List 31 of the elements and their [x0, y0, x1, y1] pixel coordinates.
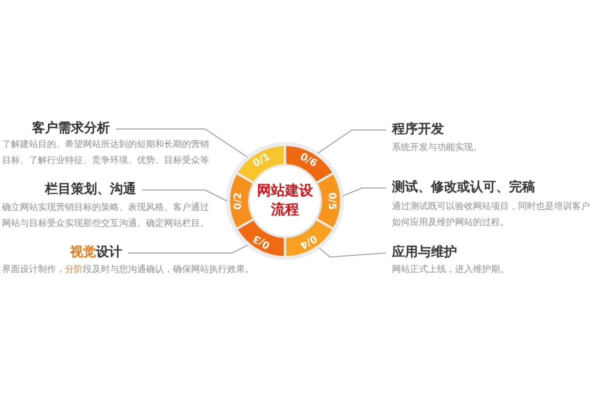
ring-segment [285, 146, 333, 183]
leader-line [142, 190, 228, 202]
segment-label: 0/1 [251, 152, 273, 171]
ring-segment [237, 146, 285, 183]
ring-segment [317, 173, 340, 229]
ring-segment [237, 219, 285, 256]
step-description: 了解建站目的、希望网站所达到的短期和长期的营销目标、了解行业特征、竞争环境、优势、目标受众等 [2, 138, 210, 168]
step-heading: 应用与维护 [392, 245, 457, 261]
title-text: 网站建设流程 [256, 182, 314, 220]
step-description: 确立网站实现营销目标的策略、表现风格、客户通过网站与目标受众实现那些交互沟通、确定网站栏目。 [2, 201, 210, 231]
step-heading: 测试、修改或认可、完稿 [392, 180, 535, 196]
step-description: 网站正式上线，进入维护期。 [392, 263, 509, 277]
step-heading: 客户需求分析 [32, 121, 110, 137]
segment-label: 0/6 [297, 152, 319, 171]
leader-line [116, 128, 248, 158]
leader-line [128, 244, 248, 254]
ring-segment [230, 173, 253, 229]
leader-line [317, 130, 386, 154]
step-description: 界面设计制作，分阶段及时与您沟通确认，确保网站执行效果。 [2, 263, 254, 277]
leader-line [318, 247, 386, 258]
step-heading: 视觉设计 [70, 245, 122, 261]
step-description: 系统开发与功能实现。 [392, 141, 482, 155]
segment-label: 0/2 [233, 192, 245, 210]
segment-label: 0/5 [325, 192, 337, 210]
step-heading: 栏目策划、沟通 [45, 182, 136, 198]
step-heading: 程序开发 [392, 122, 444, 138]
ring-segment [285, 219, 333, 256]
leader-line [342, 188, 386, 196]
segment-label: 0/3 [251, 231, 273, 250]
segment-label: 0/4 [297, 231, 319, 250]
step-description: 通过测试既可以验收网站项目，同时也是培训客户如何应用及维护网站的过程。 [392, 200, 591, 230]
